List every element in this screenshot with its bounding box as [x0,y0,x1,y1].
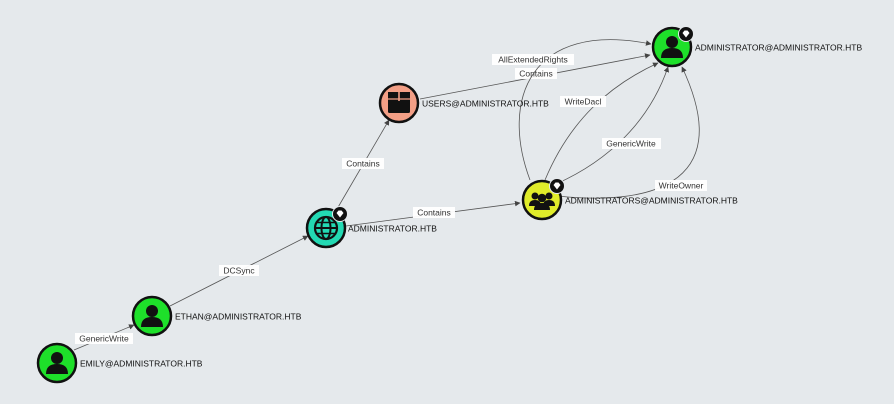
edge-writedacl-admins-administrator[interactable]: WriteDacl [544,62,659,181]
edge-contains-domain-users[interactable]: Contains [336,119,390,210]
node-emily[interactable]: EMILY@ADMINISTRATOR.HTB [36,342,203,384]
crown-badge-icon [332,206,348,222]
node-administrator[interactable]: ADMINISTRATOR@ADMINISTRATOR.HTB [651,26,862,68]
node-label: ADMINISTRATOR@ADMINISTRATOR.HTB [695,43,862,53]
edge-label: AllExtendedRights [498,55,567,65]
user-icon [661,36,683,58]
node-domain[interactable]: ADMINISTRATOR.HTB [305,206,437,249]
edge-label: GenericWrite [606,139,656,149]
container-icon [388,92,410,113]
edge-allextendedrights-admins-administrator[interactable]: AllExtendedRights [492,39,652,181]
node-label: EMILY@ADMINISTRATOR.HTB [80,359,203,369]
edge-writeowner-admins-administrator[interactable]: WriteOwner [557,66,707,199]
edge-label: WriteOwner [659,181,704,191]
node-users[interactable]: USERS@ADMINISTRATOR.HTB [378,82,549,124]
node-ethan[interactable]: ETHAN@ADMINISTRATOR.HTB [131,295,302,337]
nodes-layer: EMILY@ADMINISTRATOR.HTB ETHAN@ADMINISTRA… [36,26,862,384]
node-label: ETHAN@ADMINISTRATOR.HTB [175,312,302,322]
node-label: ADMINISTRATOR.HTB [348,224,437,234]
edge-label: Contains [346,159,380,169]
edge-genericwrite-emily-ethan[interactable]: GenericWrite [73,324,135,351]
user-icon [141,305,163,327]
edge-label: Contains [519,69,553,79]
crown-badge-icon [549,178,565,194]
edge-genericwrite-admins-administrator[interactable]: GenericWrite [555,66,670,185]
globe-icon [313,215,339,241]
edge-label: Contains [417,208,451,218]
group-icon [529,192,555,210]
edge-label: WriteDacl [565,97,602,107]
node-administrators[interactable]: ADMINISTRATORS@ADMINISTRATOR.HTB [521,178,738,221]
crown-badge-icon [678,26,694,42]
edge-label: DCSync [223,266,255,276]
edge-label: GenericWrite [79,334,129,344]
node-label: ADMINISTRATORS@ADMINISTRATOR.HTB [565,196,738,206]
edge-contains-domain-admins[interactable]: Contains [345,200,521,227]
edge-dcsync-ethan-domain[interactable]: DCSync [169,235,309,307]
edges-layer: GenericWrite DCSync Contains Contains Co… [73,39,707,351]
node-label: USERS@ADMINISTRATOR.HTB [422,99,549,109]
edge-contains-users-administrator[interactable]: Contains [419,53,651,100]
user-icon [46,352,68,374]
